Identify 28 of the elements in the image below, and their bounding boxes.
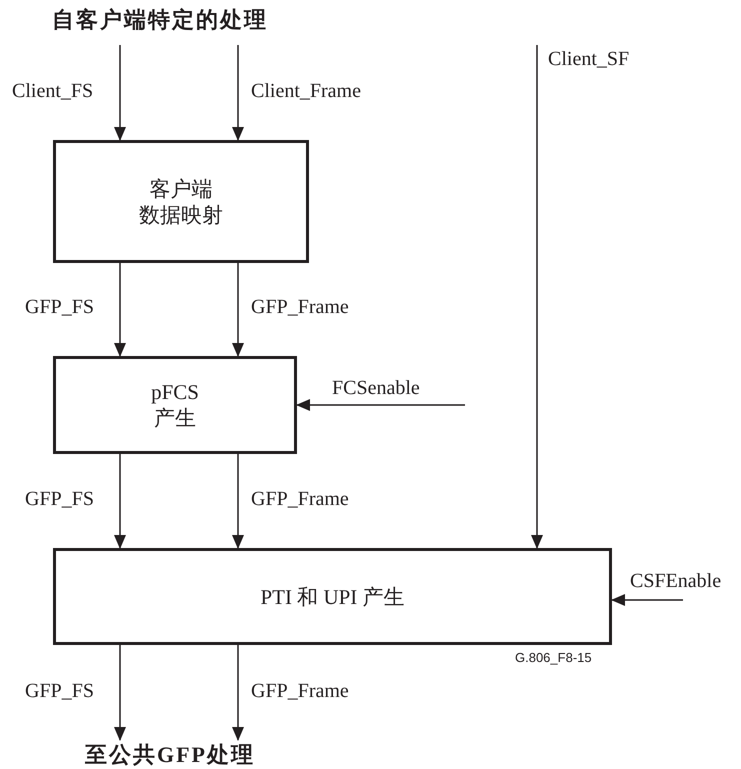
process-box: pFCS 产生 bbox=[53, 356, 297, 454]
signal-label: GFP_Frame bbox=[251, 488, 349, 510]
signal-label: GFP_FS bbox=[25, 680, 94, 702]
arrow bbox=[114, 45, 126, 141]
arrow bbox=[114, 454, 126, 549]
arrow bbox=[611, 594, 683, 606]
arrow bbox=[296, 399, 465, 411]
signal-label: GFP_FS bbox=[25, 296, 94, 318]
signal-label: GFP_FS bbox=[25, 488, 94, 510]
signal-label: Client_SF bbox=[548, 48, 630, 70]
signal-label: GFP_Frame bbox=[251, 680, 349, 702]
process-box: 客户端数据映射 bbox=[53, 140, 309, 263]
signal-label: FCSenable bbox=[332, 377, 420, 399]
arrow bbox=[114, 645, 126, 741]
signal-label: Client_Frame bbox=[251, 80, 361, 102]
arrow bbox=[232, 454, 244, 549]
arrow bbox=[232, 263, 244, 357]
arrow bbox=[232, 645, 244, 741]
signal-label: GFP_Frame bbox=[251, 296, 349, 318]
arrow bbox=[232, 45, 244, 141]
arrow bbox=[114, 263, 126, 357]
destination-label: 至公共GFP处理 bbox=[70, 740, 270, 769]
arrow bbox=[531, 45, 543, 549]
source-label: 自客户端特定的处理 bbox=[40, 2, 280, 38]
signal-label: CSFEnable bbox=[630, 570, 722, 592]
signal-label: Client_FS bbox=[12, 80, 94, 102]
figure-id: G.806_F8-15 bbox=[515, 650, 592, 665]
process-box: PTI 和 UPI 产生 bbox=[53, 548, 612, 645]
